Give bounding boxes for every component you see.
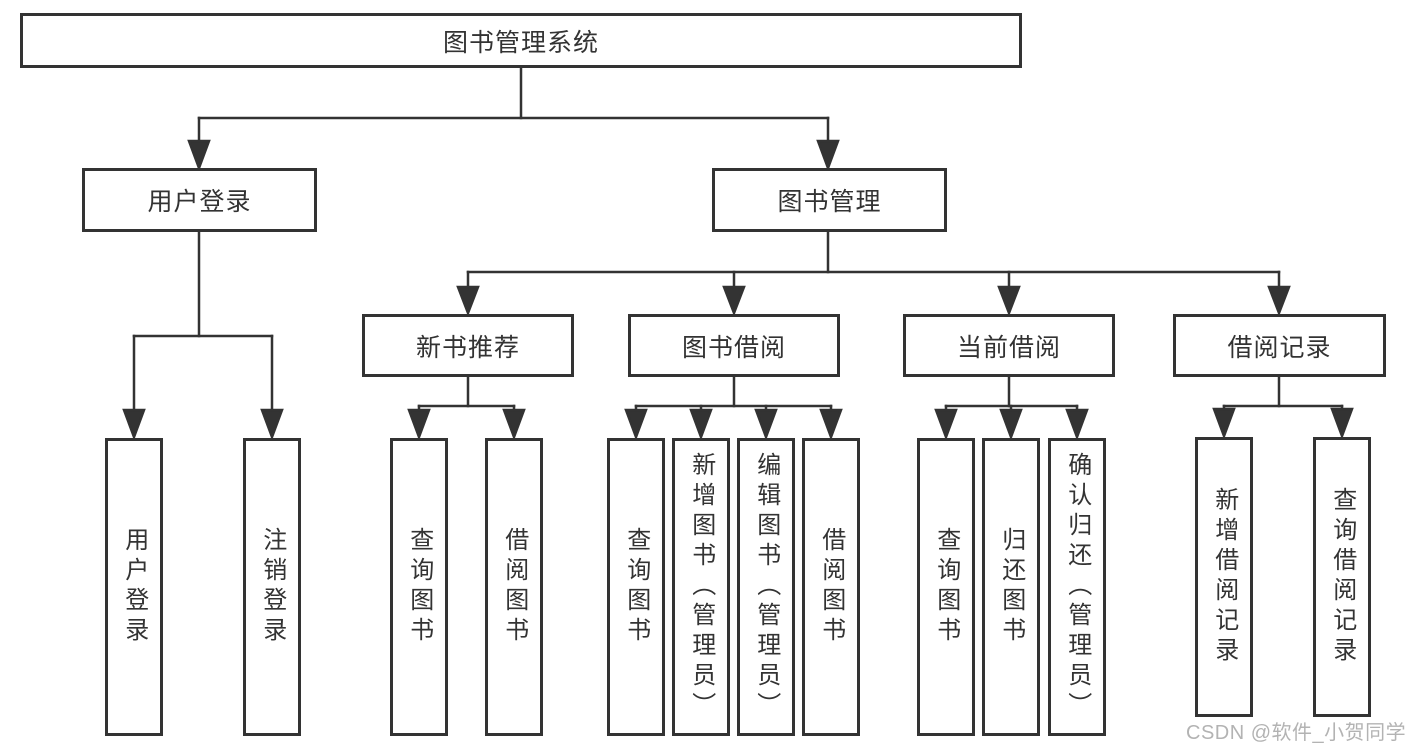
leaf-current-return-books: 归还图书	[982, 438, 1040, 736]
leaf-logout-label: 注销登录	[258, 527, 286, 647]
module-current-borrowing: 当前借阅	[903, 314, 1115, 377]
leaf-borrow-borrow-books: 借阅图书	[802, 438, 860, 736]
module-new-book-recommend: 新书推荐	[362, 314, 574, 377]
root-node-label: 图书管理系统	[442, 28, 599, 57]
leaf-rec-query-books: 查询图书	[390, 438, 448, 736]
leaf-borrow-edit-books-admin-label: 编辑图书（管理员）	[752, 452, 780, 722]
module-book-borrowing: 图书借阅	[628, 314, 840, 377]
leaf-current-query-books: 查询图书	[917, 438, 975, 736]
leaf-borrow-add-books-admin-label: 新增图书（管理员）	[687, 452, 715, 722]
connector-root-to-branches	[187, 66, 840, 172]
leaf-borrow-edit-books-admin: 编辑图书（管理员）	[737, 438, 795, 736]
connector-newrec-to-leaves	[407, 375, 526, 441]
connector-bookmgmt-to-modules	[456, 230, 1291, 317]
leaf-user-login: 用户登录	[105, 438, 163, 736]
leaf-borrow-query-books: 查询图书	[607, 438, 665, 736]
leaf-borrow-add-books-admin: 新增图书（管理员）	[672, 438, 730, 736]
branch-user-login: 用户登录	[82, 168, 317, 232]
connector-current-to-leaves	[934, 375, 1089, 441]
connector-borrow-to-leaves	[624, 375, 843, 441]
branch-book-management-label: 图书管理	[777, 188, 882, 216]
leaf-current-query-books-label: 查询图书	[932, 527, 960, 647]
module-current-borrowing-label: 当前借阅	[956, 333, 1061, 362]
module-borrowing-records: 借阅记录	[1173, 314, 1386, 377]
leaf-current-return-books-label: 归还图书	[997, 527, 1025, 647]
leaf-records-add-record-label: 新增借阅记录	[1210, 487, 1238, 667]
leaf-user-login-label: 用户登录	[120, 527, 148, 647]
leaf-records-query-record: 查询借阅记录	[1313, 437, 1371, 717]
module-borrowing-records-label: 借阅记录	[1227, 333, 1332, 362]
connector-userlogin-to-leaves	[122, 230, 284, 441]
root-node-library-management-system: 图书管理系统	[20, 13, 1022, 68]
leaf-rec-borrow-books: 借阅图书	[485, 438, 543, 736]
branch-book-management: 图书管理	[712, 168, 947, 232]
leaf-rec-borrow-books-label: 借阅图书	[500, 527, 528, 647]
connector-records-to-leaves	[1212, 375, 1354, 440]
leaf-records-query-record-label: 查询借阅记录	[1328, 487, 1356, 667]
module-book-borrowing-label: 图书借阅	[681, 333, 786, 362]
leaf-logout: 注销登录	[243, 438, 301, 736]
leaf-current-confirm-return-admin: 确认归还（管理员）	[1048, 438, 1106, 736]
leaf-current-confirm-return-admin-label: 确认归还（管理员）	[1063, 452, 1091, 722]
leaf-borrow-query-books-label: 查询图书	[622, 527, 650, 647]
leaf-records-add-record: 新增借阅记录	[1195, 437, 1253, 717]
csdn-watermark: CSDN @软件_小贺同学	[1186, 722, 1405, 744]
leaf-borrow-borrow-books-label: 借阅图书	[817, 527, 845, 647]
leaf-rec-query-books-label: 查询图书	[405, 527, 433, 647]
branch-user-login-label: 用户登录	[147, 188, 252, 216]
module-new-book-recommend-label: 新书推荐	[415, 333, 520, 362]
